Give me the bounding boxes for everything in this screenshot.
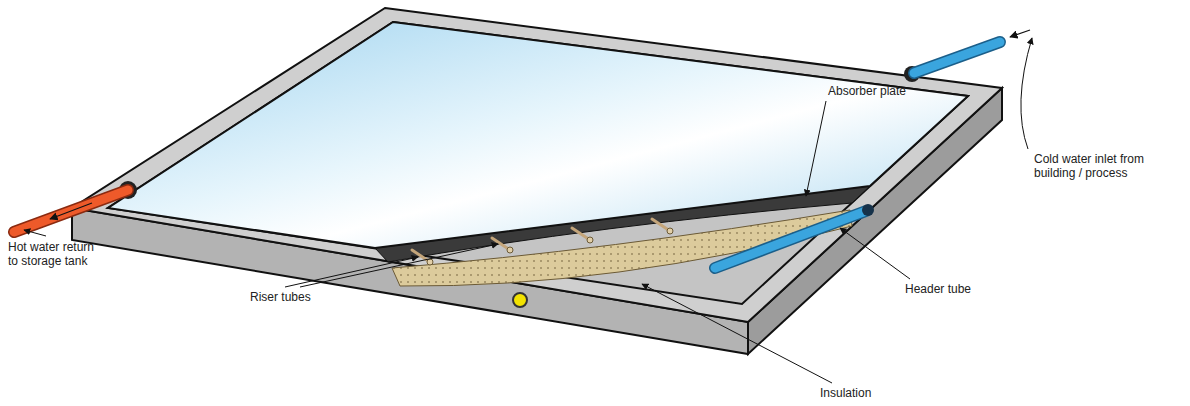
riser-end	[667, 228, 673, 234]
riser-end	[427, 259, 433, 265]
header-tube-outline	[715, 211, 866, 268]
part-label: Absorber plate	[828, 84, 906, 98]
riser-ends	[427, 228, 673, 265]
drain-plug	[513, 293, 527, 307]
leader-line	[642, 284, 832, 383]
part-label: Riser tubes	[250, 290, 311, 304]
part-label: Insulation	[820, 386, 871, 400]
leader-lines	[24, 38, 1032, 383]
leader-line	[285, 257, 418, 287]
header-tube-end	[862, 204, 874, 216]
part-label: Hot water return to storage tank	[8, 240, 104, 268]
frame-rim	[72, 8, 1002, 322]
hot-water-pipe	[14, 190, 128, 232]
riser-tubes	[412, 219, 670, 262]
collector-interior	[108, 22, 968, 304]
leader-line	[300, 244, 498, 287]
leader-line	[806, 101, 826, 196]
hot-pipe-outline	[14, 190, 128, 232]
part-label: Cold water inlet from building / process	[1034, 152, 1159, 180]
leader-line	[840, 228, 910, 279]
cold-water-pipe	[914, 42, 1000, 73]
flow-arrow	[1010, 30, 1030, 37]
riser-end	[507, 247, 513, 253]
leader-line	[24, 230, 46, 236]
leader-line	[1021, 38, 1032, 149]
flow-arrow	[50, 203, 92, 219]
header-tube	[715, 211, 866, 268]
riser-end	[587, 237, 593, 243]
part-label: Header tube	[905, 282, 971, 296]
glass-cover	[108, 22, 968, 248]
cold-pipe-outline	[914, 42, 1000, 73]
